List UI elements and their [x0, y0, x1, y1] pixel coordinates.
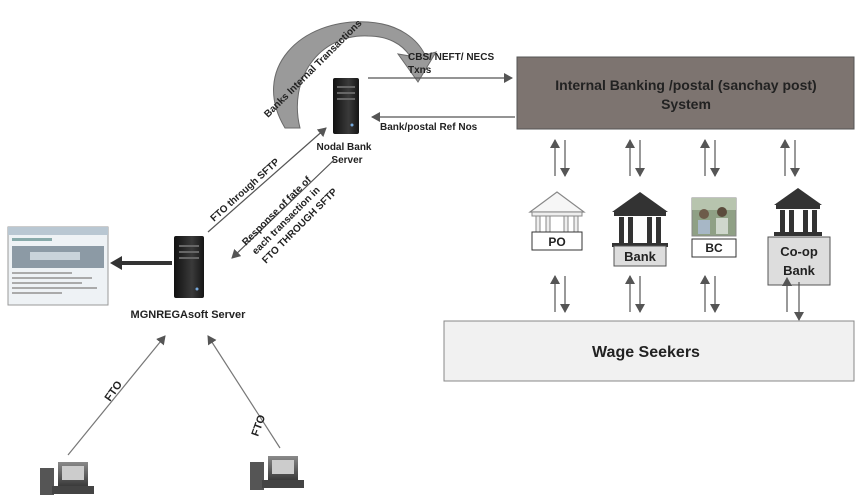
system-box-line1: Internal Banking /postal (sanchay post)	[555, 77, 816, 93]
nodal-label-2: Server	[331, 155, 362, 166]
system-box	[516, 56, 855, 130]
ref-nos-label: Bank/postal Ref Nos	[380, 122, 478, 133]
computer-icon	[250, 456, 304, 490]
system-box-line2: System	[661, 96, 711, 112]
photo-thumbnail	[691, 197, 737, 237]
coop-label-2: Bank	[783, 263, 816, 278]
coop-box	[767, 236, 831, 286]
mgnrega-server-icon	[174, 236, 204, 298]
bank-box	[613, 245, 667, 267]
fto-left-label: FTO	[103, 379, 126, 404]
po-box	[531, 231, 583, 251]
upper-double-arrows	[550, 139, 800, 177]
fto-left-arrow	[67, 335, 166, 456]
txns-label: Txns	[408, 65, 432, 76]
mgnrega-label: MGNREGAsoft Server	[131, 309, 247, 321]
bank-building-icon	[774, 188, 822, 236]
wage-seekers-label: Wage Seekers	[592, 344, 700, 361]
coop-label-1: Co-op	[780, 244, 818, 259]
nodal-server-icon	[333, 78, 359, 134]
computer-icon	[40, 462, 94, 495]
to-browser-arrowhead	[110, 256, 122, 270]
bank-label: Bank	[624, 249, 657, 264]
banks-internal-curved-arrow	[273, 21, 438, 129]
po-label: PO	[548, 235, 565, 249]
lower-double-arrows	[550, 275, 804, 321]
browser-screenshot	[7, 226, 109, 306]
cbs-label: CBS/ NEFT/ NECS	[408, 52, 494, 63]
wage-seekers-box	[443, 320, 855, 382]
fto-sftp-arrow	[207, 127, 327, 233]
bc-box	[691, 238, 737, 258]
nodal-label-1: Nodal Bank	[316, 142, 371, 153]
response-arrow	[231, 159, 335, 259]
bank-building-icon	[612, 192, 668, 247]
bc-label: BC	[705, 241, 723, 255]
post-office-icon	[528, 191, 586, 235]
fto-right-arrow	[207, 335, 281, 449]
